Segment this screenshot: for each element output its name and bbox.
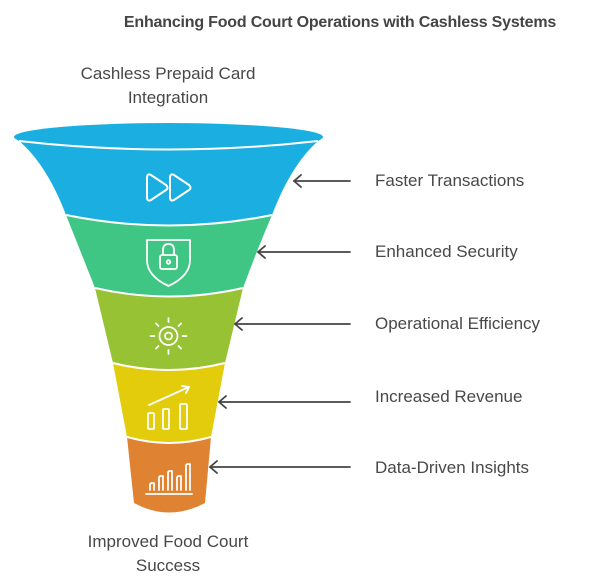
- shield-lock-icon: [146, 239, 191, 287]
- funnel-stage-operational-efficiency: [95, 288, 243, 371]
- funnel-stage-faster-transactions: [14, 123, 323, 227]
- arrow-increased-revenue: [218, 395, 351, 409]
- fast-forward-icon: [146, 173, 192, 202]
- funnel-stage-data-driven-insights: [127, 437, 211, 513]
- growth-chart-icon: [147, 385, 190, 430]
- funnel-input-label-line2: Integration: [127, 88, 209, 107]
- arrow-faster-transactions: [293, 174, 351, 188]
- gear-sun-icon: [149, 317, 188, 355]
- arrow-operational-efficiency: [234, 317, 351, 331]
- bar-chart-icon: [145, 463, 193, 495]
- stage-label-increased-revenue: Increased Revenue: [375, 387, 523, 406]
- funnel-output-label-line1: Improved Food Court: [87, 532, 249, 551]
- arrow-enhanced-security: [257, 245, 351, 259]
- funnel-stage-increased-revenue: [113, 363, 225, 444]
- stage-label-faster-transactions: Faster Transactions: [375, 171, 525, 190]
- funnel-output-label-line2: Success: [135, 556, 201, 575]
- diagram-title: Enhancing Food Court Operations with Cas…: [123, 14, 557, 31]
- stage-label-operational-efficiency: Operational Efficiency: [375, 314, 541, 333]
- arrow-data-driven-insights: [209, 460, 351, 474]
- stage-label-enhanced-security: Enhanced Security: [375, 242, 518, 261]
- funnel-input-label: Cashless Prepaid Card Integration: [38, 62, 298, 110]
- funnel-input-label-line1: Cashless Prepaid Card: [80, 64, 256, 83]
- stage-label-data-driven-insights: Data-Driven Insights: [375, 458, 530, 477]
- funnel-output-label: Improved Food Court Success: [38, 530, 298, 578]
